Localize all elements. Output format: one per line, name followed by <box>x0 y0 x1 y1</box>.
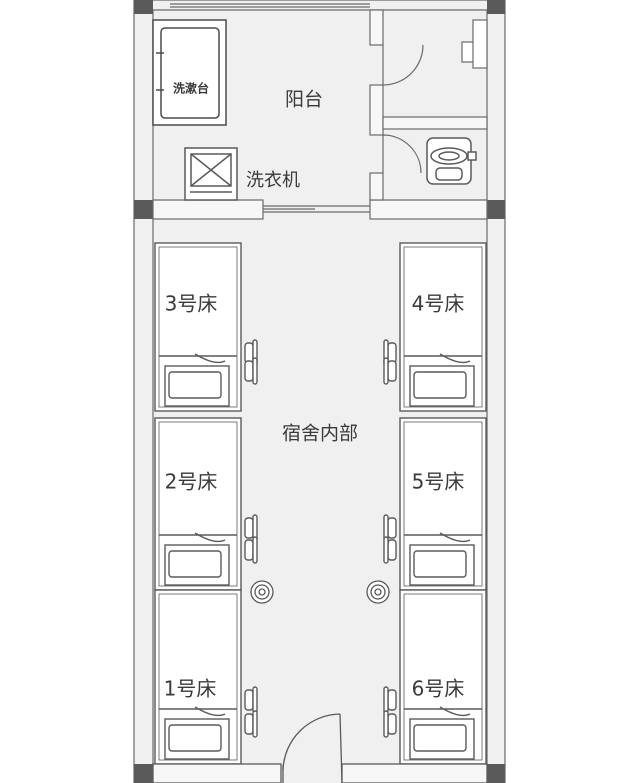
stool-left <box>250 580 274 604</box>
bed-1-unit <box>154 589 258 765</box>
bed-6-unit <box>383 589 487 765</box>
stool-right <box>366 580 390 604</box>
chair <box>383 710 397 738</box>
wash-basin-label: 洗漱台 <box>172 81 210 96</box>
columns <box>134 0 505 783</box>
bed-4-unit <box>383 242 487 412</box>
chair <box>244 536 258 564</box>
wash-basin <box>152 19 227 126</box>
bed-6-label: 6号床 <box>411 676 465 701</box>
partition-wall <box>152 199 488 220</box>
bed-2-label: 2号床 <box>164 469 218 494</box>
chair <box>244 514 258 542</box>
bed-1-label: 1号床 <box>163 676 217 701</box>
bed-5-unit <box>383 417 487 591</box>
bed-2-unit <box>154 417 258 591</box>
chair <box>244 686 258 714</box>
balcony-label: 阳台 <box>284 88 324 111</box>
bed-3-unit <box>154 242 258 412</box>
bathroom-walls <box>369 9 488 201</box>
chair <box>244 710 258 738</box>
chair <box>383 357 397 385</box>
outer-walls <box>133 0 506 783</box>
chair <box>383 514 397 542</box>
chair <box>244 357 258 385</box>
bed-5-label: 5号床 <box>411 469 465 494</box>
bunk-units <box>154 242 487 765</box>
chair <box>383 536 397 564</box>
dorm-interior-label: 宿舍内部 <box>281 422 359 445</box>
entry-door <box>152 713 488 783</box>
bathroom-sink <box>461 19 488 69</box>
bed-4-label: 4号床 <box>411 291 465 316</box>
washing-machine <box>184 147 238 201</box>
squat-toilet <box>426 137 477 185</box>
chair <box>383 686 397 714</box>
washing-machine-label: 洗衣机 <box>246 170 300 191</box>
bed-3-label: 3号床 <box>164 291 218 316</box>
